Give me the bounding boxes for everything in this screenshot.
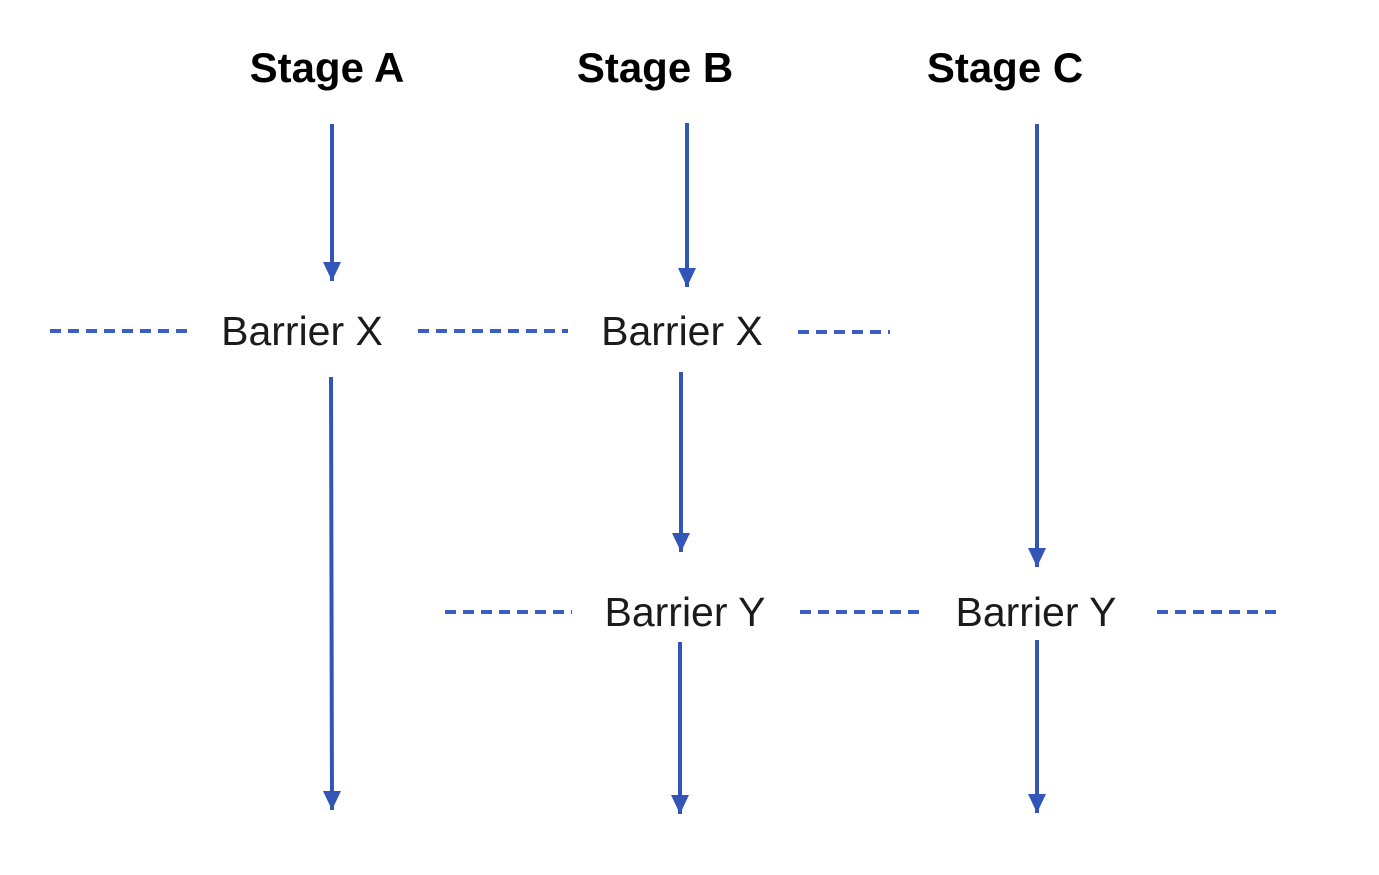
barrier-x-label-stage-b: Barrier X: [601, 308, 763, 354]
barrier-y-label-stage-b: Barrier Y: [604, 589, 765, 635]
stage-b-title: Stage B: [577, 44, 733, 91]
barrier-x-label-stage-a: Barrier X: [221, 308, 383, 354]
stage-a-title: Stage A: [250, 44, 405, 91]
barrier-y-label-stage-c: Barrier Y: [955, 589, 1116, 635]
stage-c-title: Stage C: [927, 44, 1083, 91]
stage-a-arrow-bottom: [322, 376, 341, 811]
